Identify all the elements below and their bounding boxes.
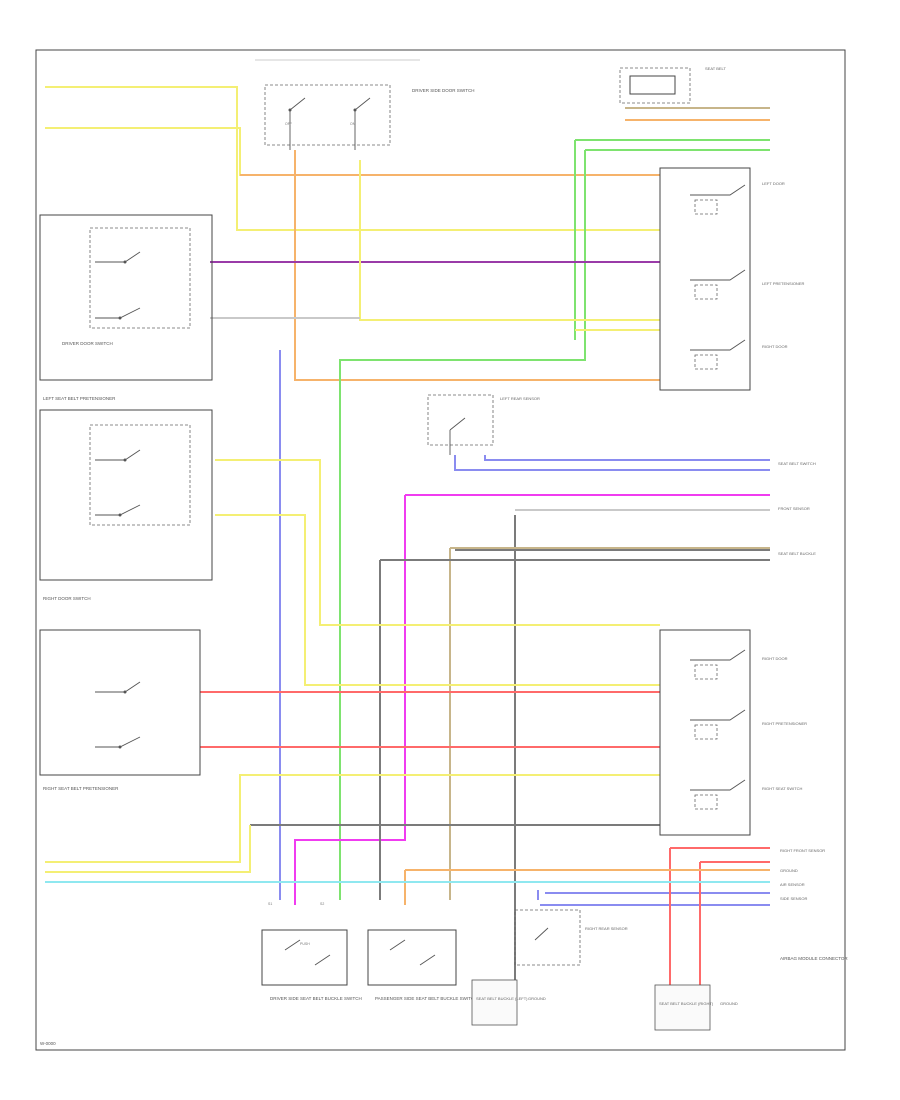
left-door-switch: DRIVER DOOR SWITCH	[39, 214, 213, 381]
wire-magenta-down	[294, 495, 406, 905]
top-switch-pin-off: OFF	[285, 122, 292, 126]
rb-label-front-sensor: FRONT SENSOR	[778, 506, 810, 511]
top-right-connector: SEAT BELT	[619, 66, 726, 104]
wire-tan-1	[449, 547, 770, 900]
buckle-left-label: SEAT BELT BUCKLE (LEFT)	[476, 996, 528, 1001]
rb-label-buckle: SEAT BELT BUCKLE	[778, 551, 816, 556]
wire-yellow-low-1	[215, 459, 660, 626]
wire-blue-3	[537, 890, 770, 900]
diagram-frame	[35, 49, 846, 1051]
right-rear-sensor-label: RIGHT REAR SENSOR	[585, 926, 628, 931]
rb-label-right-door: RIGHT DOOR	[762, 344, 788, 349]
left-rear-sensor-label: LEFT REAR SENSOR	[500, 396, 540, 401]
rb-label-right-seat-switch: RIGHT SEAT SWITCH	[762, 786, 803, 791]
wire-yellow-mid	[359, 160, 660, 321]
wire-yellow-2	[45, 127, 660, 176]
wire-yellow-low-2	[215, 514, 660, 686]
rb-label-right-door-2: RIGHT DOOR	[762, 656, 788, 661]
right-upper-switch-bank: LEFT DOOR LEFT PRETENSIONER RIGHT DOOR	[659, 167, 804, 391]
wire-red-4	[699, 861, 770, 985]
pin-labels: S1 S2 PUSH	[268, 902, 324, 946]
rb-label-ground: GROUND	[780, 868, 798, 873]
wire-orange-down	[294, 150, 660, 381]
top-switch-label: DRIVER SIDE DOOR SWITCH	[412, 88, 475, 93]
pin-label-push: PUSH	[300, 942, 310, 946]
rf-pretensioner-label: RIGHT SEAT BELT PRETENSIONER	[43, 786, 119, 791]
right-rear-sensor: RIGHT REAR SENSOR	[514, 909, 628, 966]
wire-green-down	[339, 150, 586, 900]
wire-group	[45, 86, 770, 985]
wire-yellow-low-3	[45, 774, 660, 863]
wire-green-2	[574, 139, 770, 340]
driver-buckle-switch: DRIVER SIDE SEAT BELT BUCKLE SWITCH	[261, 929, 362, 1001]
right-mid-labels: SEAT BELT SWITCH FRONT SENSOR SEAT BELT …	[778, 461, 816, 556]
ground-right-label: GROUND	[720, 1001, 738, 1006]
pass-buckle-switch: PASSENGER SIDE SEAT BELT BUCKLE SWITCH	[367, 929, 477, 1001]
wire-orange-low	[404, 869, 770, 905]
left-door-switch-label: DRIVER DOOR SWITCH	[62, 341, 113, 346]
rb-label-left-door: LEFT DOOR	[762, 181, 785, 186]
wire-yellow-low-4	[45, 825, 251, 873]
top-right-connector-label: SEAT BELT	[705, 66, 726, 71]
rf-door-switch: RIGHT DOOR SWITCH RIGHT SEAT BELT PRETEN…	[39, 596, 201, 791]
lf-pretensioner-label: LEFT SEAT BELT PRETENSIONER	[43, 396, 116, 401]
rb-label-air-sensor: AIR SENSOR	[780, 882, 805, 887]
rf-door-switch-label: RIGHT DOOR SWITCH	[43, 596, 91, 601]
top-switch-component: DRIVER SIDE DOOR SWITCH OFF ON	[264, 84, 475, 150]
wire-yellow-1	[45, 86, 660, 231]
wire-gray-3	[379, 559, 770, 900]
right-lower-switch-bank: RIGHT DOOR RIGHT PRETENSIONER RIGHT SEAT…	[659, 629, 807, 836]
wire-blue-2	[484, 455, 770, 461]
wire-red-3	[669, 847, 770, 985]
driver-buckle-switch-label: DRIVER SIDE SEAT BELT BUCKLE SWITCH	[270, 996, 362, 1001]
top-switch-pin-on: ON	[350, 122, 356, 126]
rb-label-right-pretensioner: RIGHT PRETENSIONER	[762, 721, 807, 726]
pin-label-s2: S2	[320, 902, 324, 906]
buckle-right: SEAT BELT BUCKLE (RIGHT) GROUND	[654, 984, 738, 1031]
ground-left-label: GROUND	[528, 996, 546, 1001]
pass-buckle-switch-label: PASSENGER SIDE SEAT BELT BUCKLE SWITCH	[375, 996, 477, 1001]
module-connector-label: AIRBAG MODULE CONNECTOR	[780, 956, 848, 961]
page-reference: W-0000	[40, 1041, 56, 1046]
buckle-right-label: SEAT BELT BUCKLE (RIGHT)	[659, 1001, 714, 1006]
buckle-left: SEAT BELT BUCKLE (LEFT) GROUND	[471, 979, 546, 1026]
rb-label-left-pretensioner: LEFT PRETENSIONER	[762, 281, 804, 286]
rb-label-right-front-sensor: RIGHT FRONT SENSOR	[780, 848, 825, 853]
right-bottom-labels: RIGHT FRONT SENSOR GROUND AIR SENSOR SID…	[780, 848, 848, 961]
left-rear-sensor: LEFT REAR SENSOR	[427, 394, 540, 455]
rb-label-seat-belt-switch: SEAT BELT SWITCH	[778, 461, 816, 466]
pin-label-s1: S1	[268, 902, 272, 906]
rb-label-side-sensor: SIDE SENSOR	[780, 896, 807, 901]
wire-blue-1	[454, 455, 770, 471]
lf-pretensioner: LEFT SEAT BELT PRETENSIONER	[39, 396, 213, 581]
